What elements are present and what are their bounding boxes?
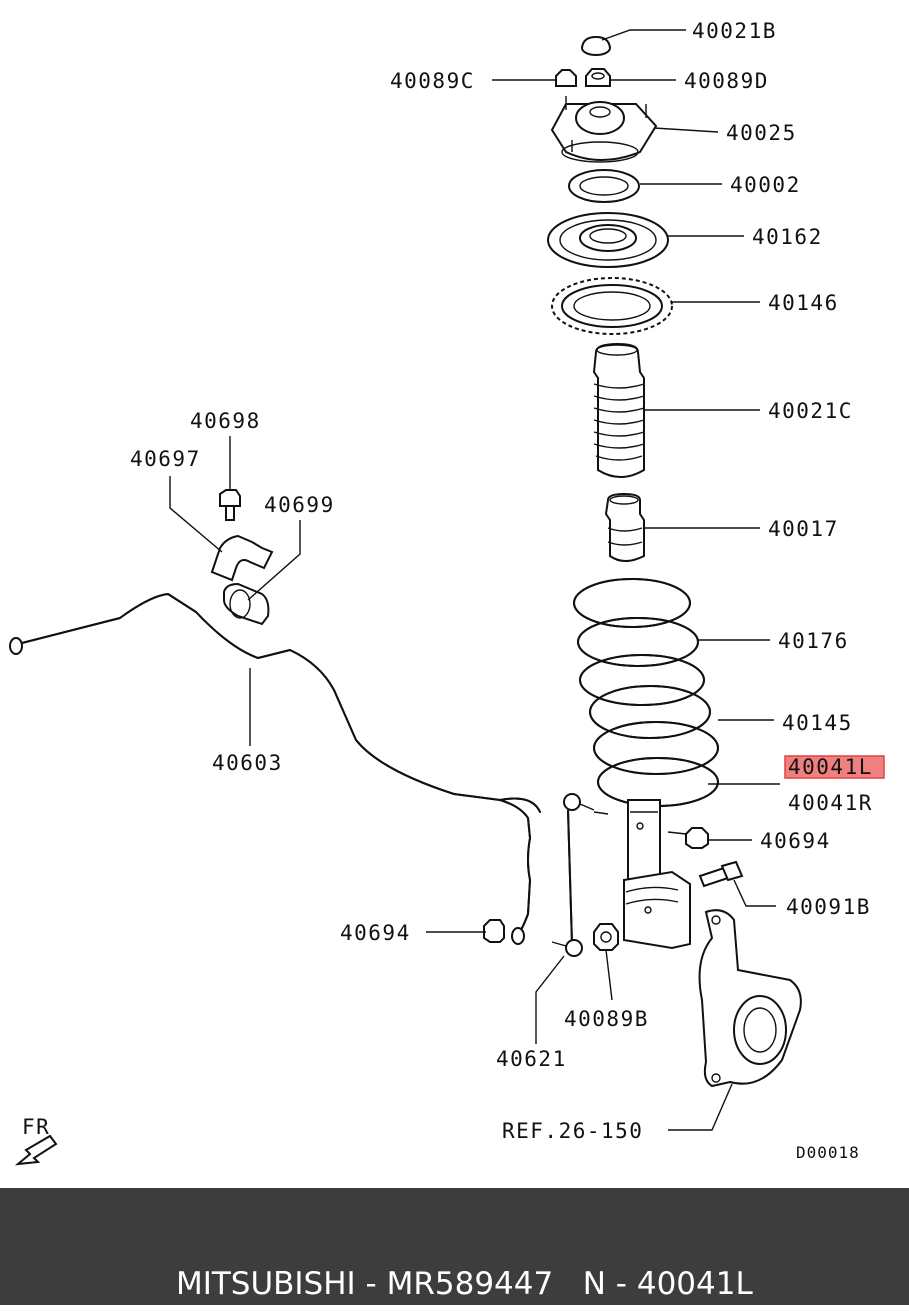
label-40041l: 40041L (788, 755, 873, 779)
label-fr: FR (22, 1115, 50, 1139)
label-40162: 40162 (752, 225, 823, 249)
highlight-40041l (784, 755, 885, 779)
label-40089b: 40089B (564, 1007, 649, 1031)
part-coil-spring-40176 (573, 578, 719, 807)
label-40146: 40146 (768, 291, 839, 315)
part-spring-seat-40162 (547, 212, 669, 268)
label-40694-lower: 40694 (340, 921, 411, 945)
label-40176: 40176 (778, 629, 849, 653)
label-40603: 40603 (212, 751, 283, 775)
part-shock-absorber-40041 (623, 799, 691, 950)
label-40017: 40017 (768, 517, 839, 541)
footer-text: MITSUBISHI - MR589447 N - 40041L (175, 1266, 753, 1302)
label-40021c: 40021C (768, 399, 853, 423)
label-40041r: 40041R (788, 791, 873, 815)
label-40699: 40699 (264, 493, 335, 517)
label-40089c: 40089C (390, 69, 475, 93)
label-40002: 40002 (730, 173, 801, 197)
label-40021b: 40021B (692, 19, 777, 43)
part-nut-40694-lower (483, 919, 505, 943)
part-bearing-40002 (568, 169, 640, 203)
part-spring-pad-40146 (551, 277, 673, 335)
front-direction-arrow-icon (14, 1134, 58, 1166)
label-diagram-code: D00018 (796, 1143, 860, 1162)
label-40091b: 40091B (786, 895, 871, 919)
suspension-exploded-diagram: 40021B 40089C 40089D 40025 40002 40162 4… (9, 19, 885, 1166)
footer-part-caption: MITSUBISHI - MR589447 N - 40041L (0, 1188, 909, 1305)
part-bump-stop-40017 (604, 492, 645, 562)
part-nut-40694-upper (685, 827, 709, 849)
label-40698: 40698 (190, 409, 261, 433)
label-40694-upper: 40694 (760, 829, 831, 853)
part-bolt-40698 (219, 489, 241, 521)
part-dust-boot-40021c (592, 342, 645, 478)
part-cap-40021b (581, 35, 611, 56)
part-nut-40089d (585, 68, 611, 87)
part-nut-40089c (555, 69, 577, 87)
part-bracket-40697 (210, 534, 274, 582)
label-40089d: 40089D (684, 69, 769, 93)
part-bolt-40091b (698, 860, 744, 888)
part-stabilizer-bar-40603 (9, 593, 541, 945)
part-knuckle-ref (698, 909, 802, 1088)
label-40025: 40025 (726, 121, 797, 145)
part-bushing-40699 (223, 582, 270, 626)
part-stabilizer-link-40621 (551, 793, 595, 957)
label-40145: 40145 (782, 711, 853, 735)
leader-lines (169, 29, 780, 1131)
part-nut-40089b (593, 923, 619, 951)
part-strut-mount-40025 (550, 96, 658, 163)
label-40697: 40697 (130, 447, 201, 471)
label-40621: 40621 (496, 1047, 567, 1071)
label-ref-26-150: REF.26-150 (502, 1119, 643, 1143)
